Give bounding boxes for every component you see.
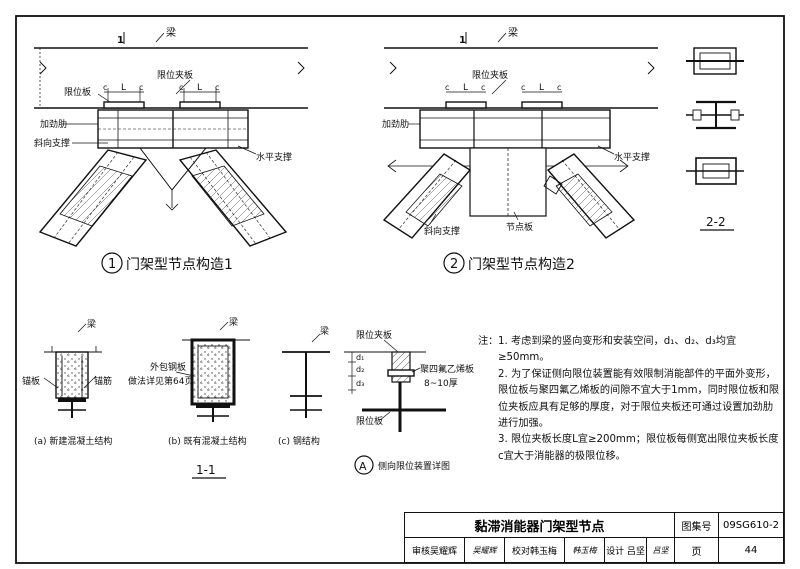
node1-dim-c3: c (179, 83, 183, 92)
detailA-caption: 侧向限位装置详图 (378, 460, 450, 472)
design-signature: 吕坚 (647, 538, 675, 562)
section11-anchor-plate: 锚板 (22, 375, 40, 387)
node1-hbrace-label: 水平支撑 (256, 151, 292, 163)
node1-clamp-plate-label: 限位夹板 (157, 69, 193, 81)
node1-caption-number: 1 (108, 257, 116, 272)
review-cell: 审核吴耀辉 (405, 538, 465, 562)
detailA-badge-circle (354, 455, 374, 475)
node1-brace-label: 斜向支撑 (34, 137, 70, 149)
page-number: 44 (744, 544, 758, 556)
node1-beam-label: 梁 (166, 26, 176, 39)
node2-beam-label: 梁 (508, 26, 518, 39)
section11-beam-a: 梁 (87, 318, 96, 330)
note-row-3: 3. 限位夹板长度L宜≥200mm；限位板每侧宽出限位夹板长度c宜大于消能器的极… (478, 432, 783, 465)
node2-dim-c1: c (445, 83, 449, 92)
note-item-1: 1. 考虑到梁的竖向变形和安装空间，d₁、d₂、d₃均宜≥50mm。 (498, 336, 737, 364)
node-1-drawing: 1 梁 c L c c L c 限位夹板 限位板 加劲肋 斜向支撑 水平支 (34, 26, 308, 274)
detailA-thickness: 8~10厚 (424, 378, 458, 389)
node2-hbrace-label: 水平支撑 (614, 151, 650, 163)
detail-a-drawing: d₁ d₂ d₃ 限位夹板 聚四氟乙烯板 8~10厚 限位板 A 侧向限位装置详… (344, 329, 474, 475)
node2-dim-L2: L (539, 83, 544, 93)
atlas-label: 图集号 (675, 513, 719, 538)
detailA-clamp-plate: 限位夹板 (356, 329, 392, 341)
detailA-d2: d₂ (356, 365, 364, 374)
node2-brace-label: 斜向支撑 (424, 225, 460, 237)
node2-caption: 门架型节点构造2 (468, 257, 575, 273)
note-row-1: 注： 1. 考虑到梁的竖向变形和安装空间，d₁、d₂、d₃均宜≥50mm。 (478, 334, 783, 367)
design-notes: 注： 1. 考虑到梁的竖向变形和安装空间，d₁、d₂、d₃均宜≥50mm。 2.… (478, 334, 783, 465)
section11-beam-b: 梁 (229, 316, 238, 328)
detailA-d3: d₃ (356, 379, 364, 388)
notes-lead: 注： (478, 336, 499, 347)
check-cell: 校对韩玉梅 (505, 538, 565, 562)
section11-label: 1-1 (196, 463, 216, 477)
section11-beam-c: 梁 (320, 325, 329, 337)
node2-clamp-plate-label: 限位夹板 (472, 69, 508, 81)
node2-dim-L1: L (463, 83, 468, 93)
node2-dim-c3: c (521, 83, 525, 92)
detailA-stop-plate: 限位板 (356, 415, 383, 427)
section22-label: 2-2 (706, 215, 726, 229)
node1-axis-label: 1 (117, 35, 124, 46)
note-row-2: 2. 为了保证侧向限位装置能有效限制消能部件的平面外变形，限位板与聚四氟乙烯板的… (478, 367, 783, 433)
sheet-border (15, 15, 785, 564)
section11-steel-wrap-2: 做法详见第64页 (128, 375, 193, 387)
node-2-drawing: 1 梁 c L c c L c 限位夹板 加劲肋 水平支撑 (382, 26, 658, 274)
node1-dim-c4: c (215, 83, 219, 92)
section11-caption-c: (c) 钢结构 (278, 435, 320, 447)
check-signature: 韩玉梅 (565, 538, 605, 562)
drawing-title: 黏滞消能器门架型节点 (405, 513, 675, 538)
node2-dim-c4: c (557, 83, 561, 92)
detailA-badge: A (359, 460, 367, 473)
node1-caption-circle (101, 252, 123, 274)
section11-caption-a: (a) 新建混凝土结构 (34, 435, 112, 447)
node1-dim-L1: L (121, 83, 126, 93)
node2-caption-circle (443, 252, 465, 274)
node2-dim-c2: c (481, 83, 485, 92)
node1-dim-c1: c (103, 83, 107, 92)
node1-dim-c2: c (139, 83, 143, 92)
node1-caption: 门架型节点构造1 (126, 257, 233, 273)
section11-steel-wrap-1: 外包钢板 (150, 361, 186, 373)
node1-stop-plate-label: 限位板 (64, 86, 91, 98)
detailA-ptfe: 聚四氟乙烯板 (420, 363, 474, 375)
title-block: 黏滞消能器门架型节点 图集号 09SG610-2 审核吴耀辉 吴耀辉 校对韩玉梅… (404, 512, 784, 563)
node2-gusset-label: 节点板 (506, 221, 533, 233)
design-cell: 设计 吕坚 (605, 538, 647, 562)
page-label: 页 (675, 538, 719, 562)
section-2-2-drawing: 2-2 (686, 47, 744, 231)
detailA-d1: d₁ (356, 353, 364, 362)
atlas-number: 09SG610-2 (719, 513, 783, 538)
node1-dim-L2: L (197, 83, 202, 93)
node1-stiffener-label: 加劲肋 (40, 118, 67, 130)
review-signature: 吴耀辉 (465, 538, 505, 562)
section-1-1-drawing: 梁 锚板 锚筋 (a) 新建混凝土结构 梁 外包钢板 做法详见第64页 (b) … (22, 316, 330, 479)
note-item-3: 3. 限位夹板长度L宜≥200mm；限位板每侧宽出限位夹板长度c宜大于消能器的极… (498, 434, 779, 462)
note-item-2: 2. 为了保证侧向限位装置能有效限制消能部件的平面外变形，限位板与聚四氟乙烯板的… (498, 368, 780, 430)
node2-caption-number: 2 (450, 257, 458, 272)
section11-caption-b: (b) 既有混凝土结构 (168, 435, 247, 447)
section11-anchor-bar: 锚筋 (94, 375, 112, 387)
node2-axis-label: 1 (459, 35, 466, 46)
node2-stiffener-label: 加劲肋 (382, 118, 409, 130)
